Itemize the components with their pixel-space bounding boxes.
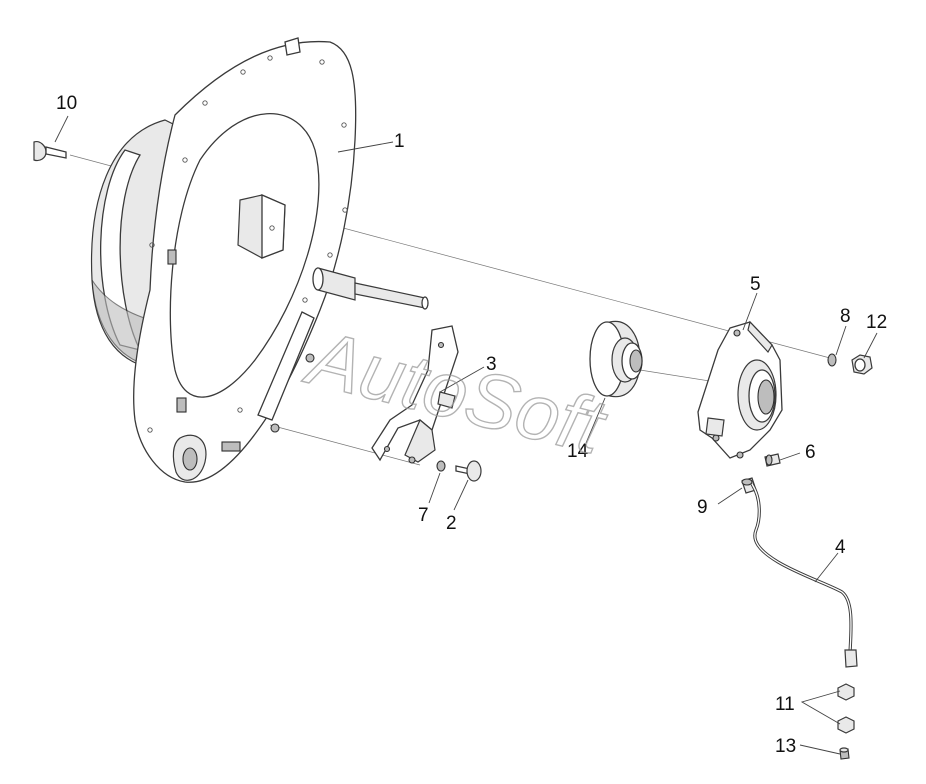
callout-labels: 1 2 3 4 5 6 7 8 9 10 11 12 13 14 xyxy=(56,93,887,757)
watermark-text: AutoSoft xyxy=(297,312,616,472)
bolt-part-10 xyxy=(33,141,67,162)
nut-part-12 xyxy=(851,354,873,375)
callout-4: 4 xyxy=(835,537,846,558)
grease-tube-part-4 xyxy=(750,483,858,668)
callout-12: 12 xyxy=(866,312,887,333)
washer-part-7 xyxy=(436,460,446,472)
callout-11: 11 xyxy=(775,694,795,715)
callout-14: 14 xyxy=(567,441,589,462)
fork-lever-part-3 xyxy=(371,325,459,464)
pin-part-2 xyxy=(455,460,482,482)
callout-5: 5 xyxy=(750,274,761,295)
callout-10: 10 xyxy=(56,93,77,114)
nut-part-11-upper xyxy=(837,683,855,701)
clutch-housing-part-1 xyxy=(90,37,429,483)
nut-part-11-lower xyxy=(837,716,855,734)
callout-1: 1 xyxy=(394,131,405,152)
callout-2: 2 xyxy=(446,513,457,534)
callout-9: 9 xyxy=(697,497,708,518)
adapter-part-9 xyxy=(741,477,757,494)
callout-8: 8 xyxy=(840,306,851,327)
bearing-carrier-part-5 xyxy=(697,320,783,459)
grease-nipple-part-6 xyxy=(764,453,781,467)
cap-part-13 xyxy=(839,747,850,760)
callout-6: 6 xyxy=(805,442,816,463)
callout-3: 3 xyxy=(486,354,497,375)
callout-7: 7 xyxy=(418,505,429,526)
release-bearing-part-14 xyxy=(589,320,643,398)
leader-lines xyxy=(54,115,878,755)
washer-part-8 xyxy=(827,353,837,367)
callout-13: 13 xyxy=(775,736,796,757)
